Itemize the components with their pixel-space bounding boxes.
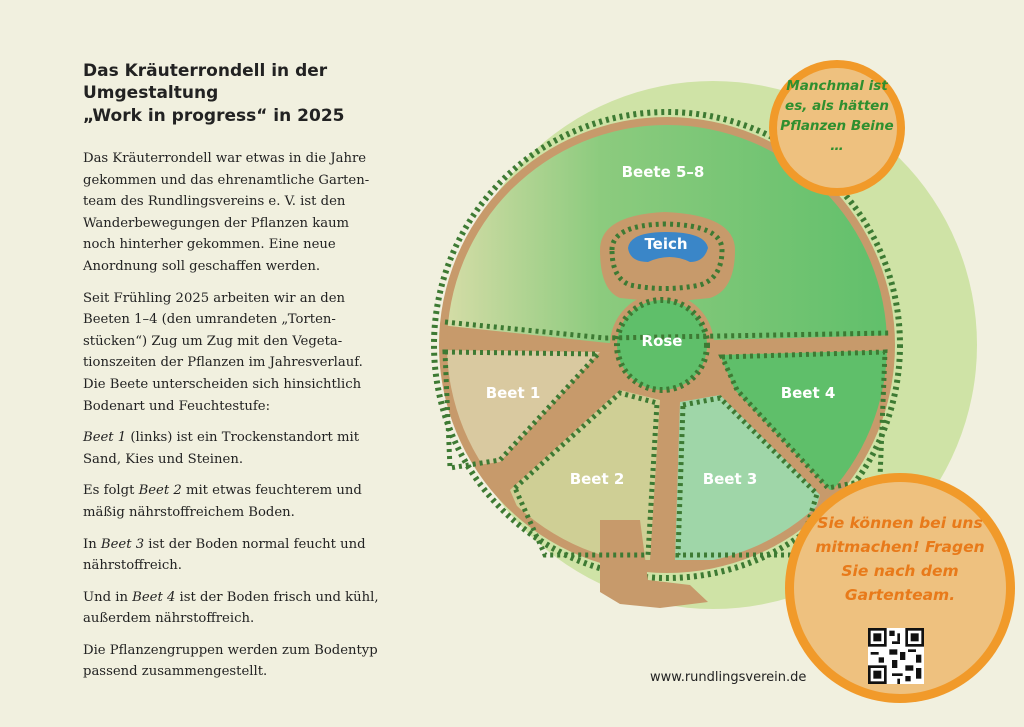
label-beet3: Beet 3: [703, 470, 758, 488]
entrance-path: [600, 520, 708, 608]
hedge-outer: [431, 109, 903, 581]
article: Das Kräuterrondell in der Umgestaltung „…: [83, 60, 383, 693]
website-url[interactable]: www.rundlingsverein.de: [650, 670, 807, 685]
paragraph-plants: Die Pflanzengruppen werden zum Bodentyp …: [83, 642, 378, 680]
pond-water: [628, 232, 708, 262]
paragraph-beet2: Es folgt Beet 2 mit etwas feuchterem und…: [83, 483, 362, 520]
bubble-top-fill: [777, 68, 897, 188]
hedge-pond: [609, 221, 725, 291]
qr-code-icon[interactable]: [868, 628, 924, 684]
label-beet2: Beet 2: [570, 470, 625, 488]
bubble-top-text: Manchmal ist es, als hätten Pflanzen Bei…: [780, 78, 894, 154]
paragraph-beet4: Und in Beet 4 ist der Boden frisch und k…: [83, 589, 379, 627]
beet1-area: [447, 350, 600, 470]
label-beet4: Beet 4: [781, 384, 836, 402]
paragraph-beet3: In Beet 3 ist der Boden normal feucht un…: [83, 536, 366, 574]
beet2-area: [510, 390, 660, 560]
beet4-area: [720, 350, 887, 490]
bubble-bottom-text: Sie können bei uns mitmachen! Fragen Sie…: [815, 514, 985, 604]
paragraph-beet1: Beet 1 (links) ist ein Trockenstandort m…: [83, 430, 360, 467]
paragraph-progress: Seit Frühling 2025 arbeiten wir an den B…: [83, 290, 363, 414]
article-title: Das Kräuterrondell in der Umgestaltung: [83, 61, 328, 103]
pond-island: [600, 212, 735, 303]
paragraph-intro: Das Kräuterrondell war etwas in die Jahr…: [83, 151, 370, 274]
label-teich: Teich: [644, 235, 687, 253]
label-beet1: Beet 1: [486, 384, 541, 402]
label-beete-5-8: Beete 5–8: [622, 163, 705, 181]
beet3-area: [675, 395, 820, 560]
bubble-bottom-fill: [794, 482, 1006, 694]
rose-bed: [614, 297, 710, 393]
label-rose: Rose: [642, 332, 683, 350]
bubble-bottom: [785, 473, 1015, 703]
bubble-top: [769, 60, 905, 196]
article-subtitle: „Work in progress“ in 2025: [83, 106, 345, 126]
